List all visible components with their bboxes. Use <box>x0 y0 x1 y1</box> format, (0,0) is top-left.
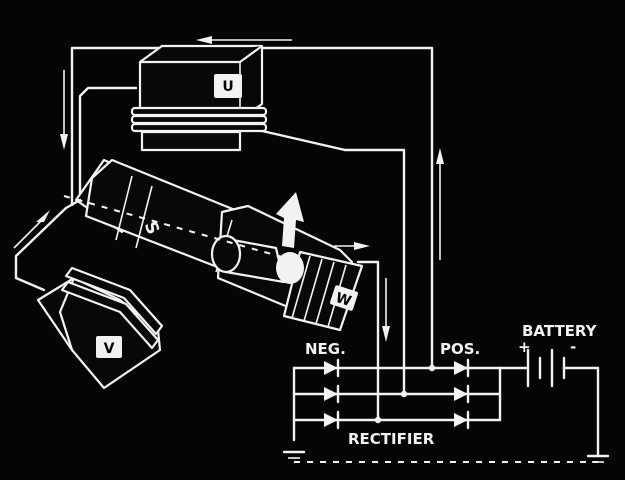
top-wire-arrow-left <box>196 36 212 44</box>
battery-minus: - <box>570 338 576 356</box>
coil-u-lead <box>343 148 406 392</box>
rectifier-label: RECTIFIER <box>348 430 435 448</box>
coil-v-label: V <box>104 341 115 357</box>
inner-rotor <box>210 234 304 284</box>
neg-diodes <box>324 358 340 430</box>
coil-w-label: W <box>334 290 354 310</box>
neg-label: NEG. <box>305 340 346 358</box>
battery-label: BATTERY <box>522 322 598 340</box>
rotor-axis <box>63 195 301 263</box>
right-wire-arrow-up <box>436 148 444 164</box>
battery-plus: + <box>518 338 531 356</box>
coil-u: U <box>78 44 347 202</box>
pos-diodes <box>454 358 470 430</box>
coil-w-badge <box>330 285 358 311</box>
rotation-arrow <box>276 192 304 248</box>
ground-return <box>282 450 610 463</box>
coil-v-windings <box>60 266 164 350</box>
coil-v-badge <box>96 336 122 358</box>
coil-v: V <box>13 198 164 390</box>
coil-u-badge <box>214 74 242 98</box>
rotor-lead-arrow-down <box>382 326 390 342</box>
rotor-assembly: W S <box>63 158 364 332</box>
coil-u-label: U <box>222 79 233 95</box>
rotor-lead <box>356 260 380 420</box>
battery: BATTERY + - <box>498 322 600 458</box>
coil-u-windings <box>130 106 268 133</box>
left-wire-arrow-down <box>60 134 68 150</box>
rectifier-bridge: NEG. POS. RECTIFIER <box>292 340 502 448</box>
pos-label: POS. <box>440 340 480 358</box>
ring-wire-arrow <box>354 242 370 250</box>
